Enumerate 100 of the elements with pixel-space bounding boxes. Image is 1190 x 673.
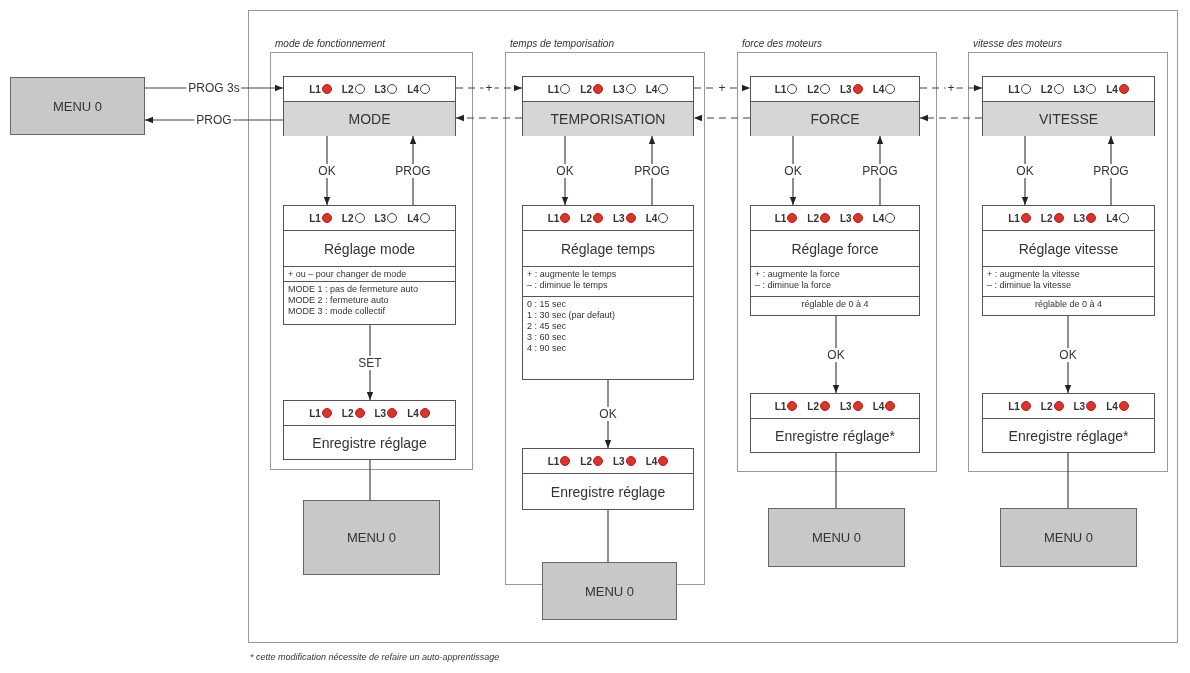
arrow	[693, 84, 751, 92]
footnote: * cette modification nécessite de refaire un auto-apprentissage	[250, 652, 500, 662]
list-item: – : diminue le temps	[527, 280, 609, 291]
led-label: L4	[645, 83, 658, 95]
state-name: MODE	[284, 102, 455, 136]
state-box	[522, 76, 694, 136]
list-item: MODE 1 : pas de fermeture auto	[288, 284, 420, 295]
list-item: MODE 2 : fermeture auto	[288, 295, 390, 306]
led-label: L3	[840, 400, 852, 412]
edge-label: PROG	[194, 113, 234, 127]
edge-label: PROG	[1091, 163, 1131, 178]
save-box	[283, 400, 456, 460]
arrow	[919, 114, 983, 122]
led-label: L3	[1073, 83, 1086, 95]
note-text: réglable de 0 à 4	[751, 296, 919, 316]
arrow	[789, 135, 797, 206]
led-label: L3	[374, 212, 387, 224]
led-label: L2	[580, 83, 592, 95]
arrow	[919, 84, 983, 92]
led-label: L1	[774, 83, 787, 95]
arrow	[561, 135, 569, 206]
edge-label: OK	[1014, 163, 1036, 178]
list-item: 4 : 90 sec	[527, 343, 568, 354]
edge-label: OK	[782, 163, 804, 178]
setting-title: Enregistre réglage	[311, 434, 428, 453]
state-box	[750, 76, 920, 136]
led-label: L3	[374, 407, 387, 419]
connector-line	[835, 452, 837, 509]
led-label: L4	[1106, 212, 1118, 224]
menu-label: MENU 0	[811, 530, 862, 545]
led-label: L4	[407, 212, 419, 224]
state-name: FORCE	[751, 102, 919, 136]
list-item: – : diminue la vitesse	[987, 280, 1073, 291]
led-label: L3	[613, 212, 625, 224]
group-frame	[968, 52, 1168, 472]
led-label: L1	[309, 407, 321, 419]
list-item: + : augmente la vitesse	[987, 269, 1081, 280]
setting-box	[982, 205, 1155, 316]
setting-title: Réglage force	[790, 239, 880, 259]
menu-label: MENU 0	[584, 583, 635, 599]
save-box	[522, 448, 694, 510]
edge-label: OK	[597, 407, 619, 421]
led-label: L4	[407, 83, 419, 95]
edge-label: OK	[316, 163, 338, 178]
edge-label: PROG 3s	[186, 81, 242, 95]
setting-box	[522, 205, 694, 380]
group-title: vitesse des moteurs	[973, 38, 1062, 49]
state-box	[982, 76, 1155, 136]
led-label: L4	[1106, 400, 1118, 412]
menu-box	[303, 500, 440, 575]
group-frame	[270, 52, 473, 470]
connector-line	[1067, 452, 1069, 509]
led-label: L2	[807, 400, 819, 412]
list-item: 3 : 60 sec	[527, 332, 568, 343]
menu-label: MENU 0	[1043, 530, 1094, 545]
led-label: L4	[872, 83, 885, 95]
setting-title: Réglage temps	[559, 239, 657, 259]
edge-label: PROG	[393, 163, 433, 178]
menu-label: MENU 0	[52, 98, 103, 114]
led-label: L2	[807, 212, 819, 224]
edge-label: OK	[1057, 347, 1079, 362]
led-label: L4	[407, 407, 419, 419]
arrow	[455, 114, 523, 122]
setting-title: Enregistre réglage*	[774, 427, 896, 446]
note-text: + ou – pour changer de mode	[284, 266, 455, 281]
led-label: L2	[341, 212, 354, 224]
led-label: L1	[1008, 83, 1020, 95]
led-label: L1	[547, 83, 560, 95]
led-label: L2	[341, 407, 354, 419]
setting-title: Enregistre réglage	[549, 483, 667, 502]
led-label: L2	[341, 83, 354, 95]
list-item: + : augmente la force	[755, 269, 841, 280]
edge-label: PROG	[632, 163, 672, 178]
led-label: L1	[547, 455, 560, 467]
connector-line	[607, 509, 609, 563]
menu-box	[10, 77, 145, 135]
setting-title: Enregistre réglage*	[1007, 427, 1130, 446]
led-label: L4	[872, 212, 885, 224]
note-text: réglable de 0 à 4	[983, 296, 1154, 316]
list-item: 0 : 15 sec	[527, 299, 568, 310]
connector-line	[369, 459, 371, 501]
led-label: L4	[645, 212, 658, 224]
setting-box	[750, 205, 920, 316]
list-item: 1 : 30 sec (par defaut)	[527, 310, 617, 321]
state-name: VITESSE	[983, 102, 1154, 136]
led-label: L2	[1040, 83, 1053, 95]
arrow	[1064, 315, 1072, 394]
group-frame	[737, 52, 937, 472]
led-label: L4	[1106, 83, 1118, 95]
edge-label: OK	[554, 163, 576, 178]
menu-box	[542, 562, 677, 620]
led-label: L1	[309, 83, 321, 95]
led-label: L1	[1008, 400, 1020, 412]
arrow	[455, 84, 523, 92]
setting-title: Réglage mode	[322, 239, 417, 259]
menu-box	[1000, 508, 1137, 567]
arrow	[1021, 135, 1029, 206]
led-label: L1	[774, 400, 787, 412]
led-label: L3	[374, 83, 387, 95]
state-name: TEMPORISATION	[523, 102, 693, 136]
